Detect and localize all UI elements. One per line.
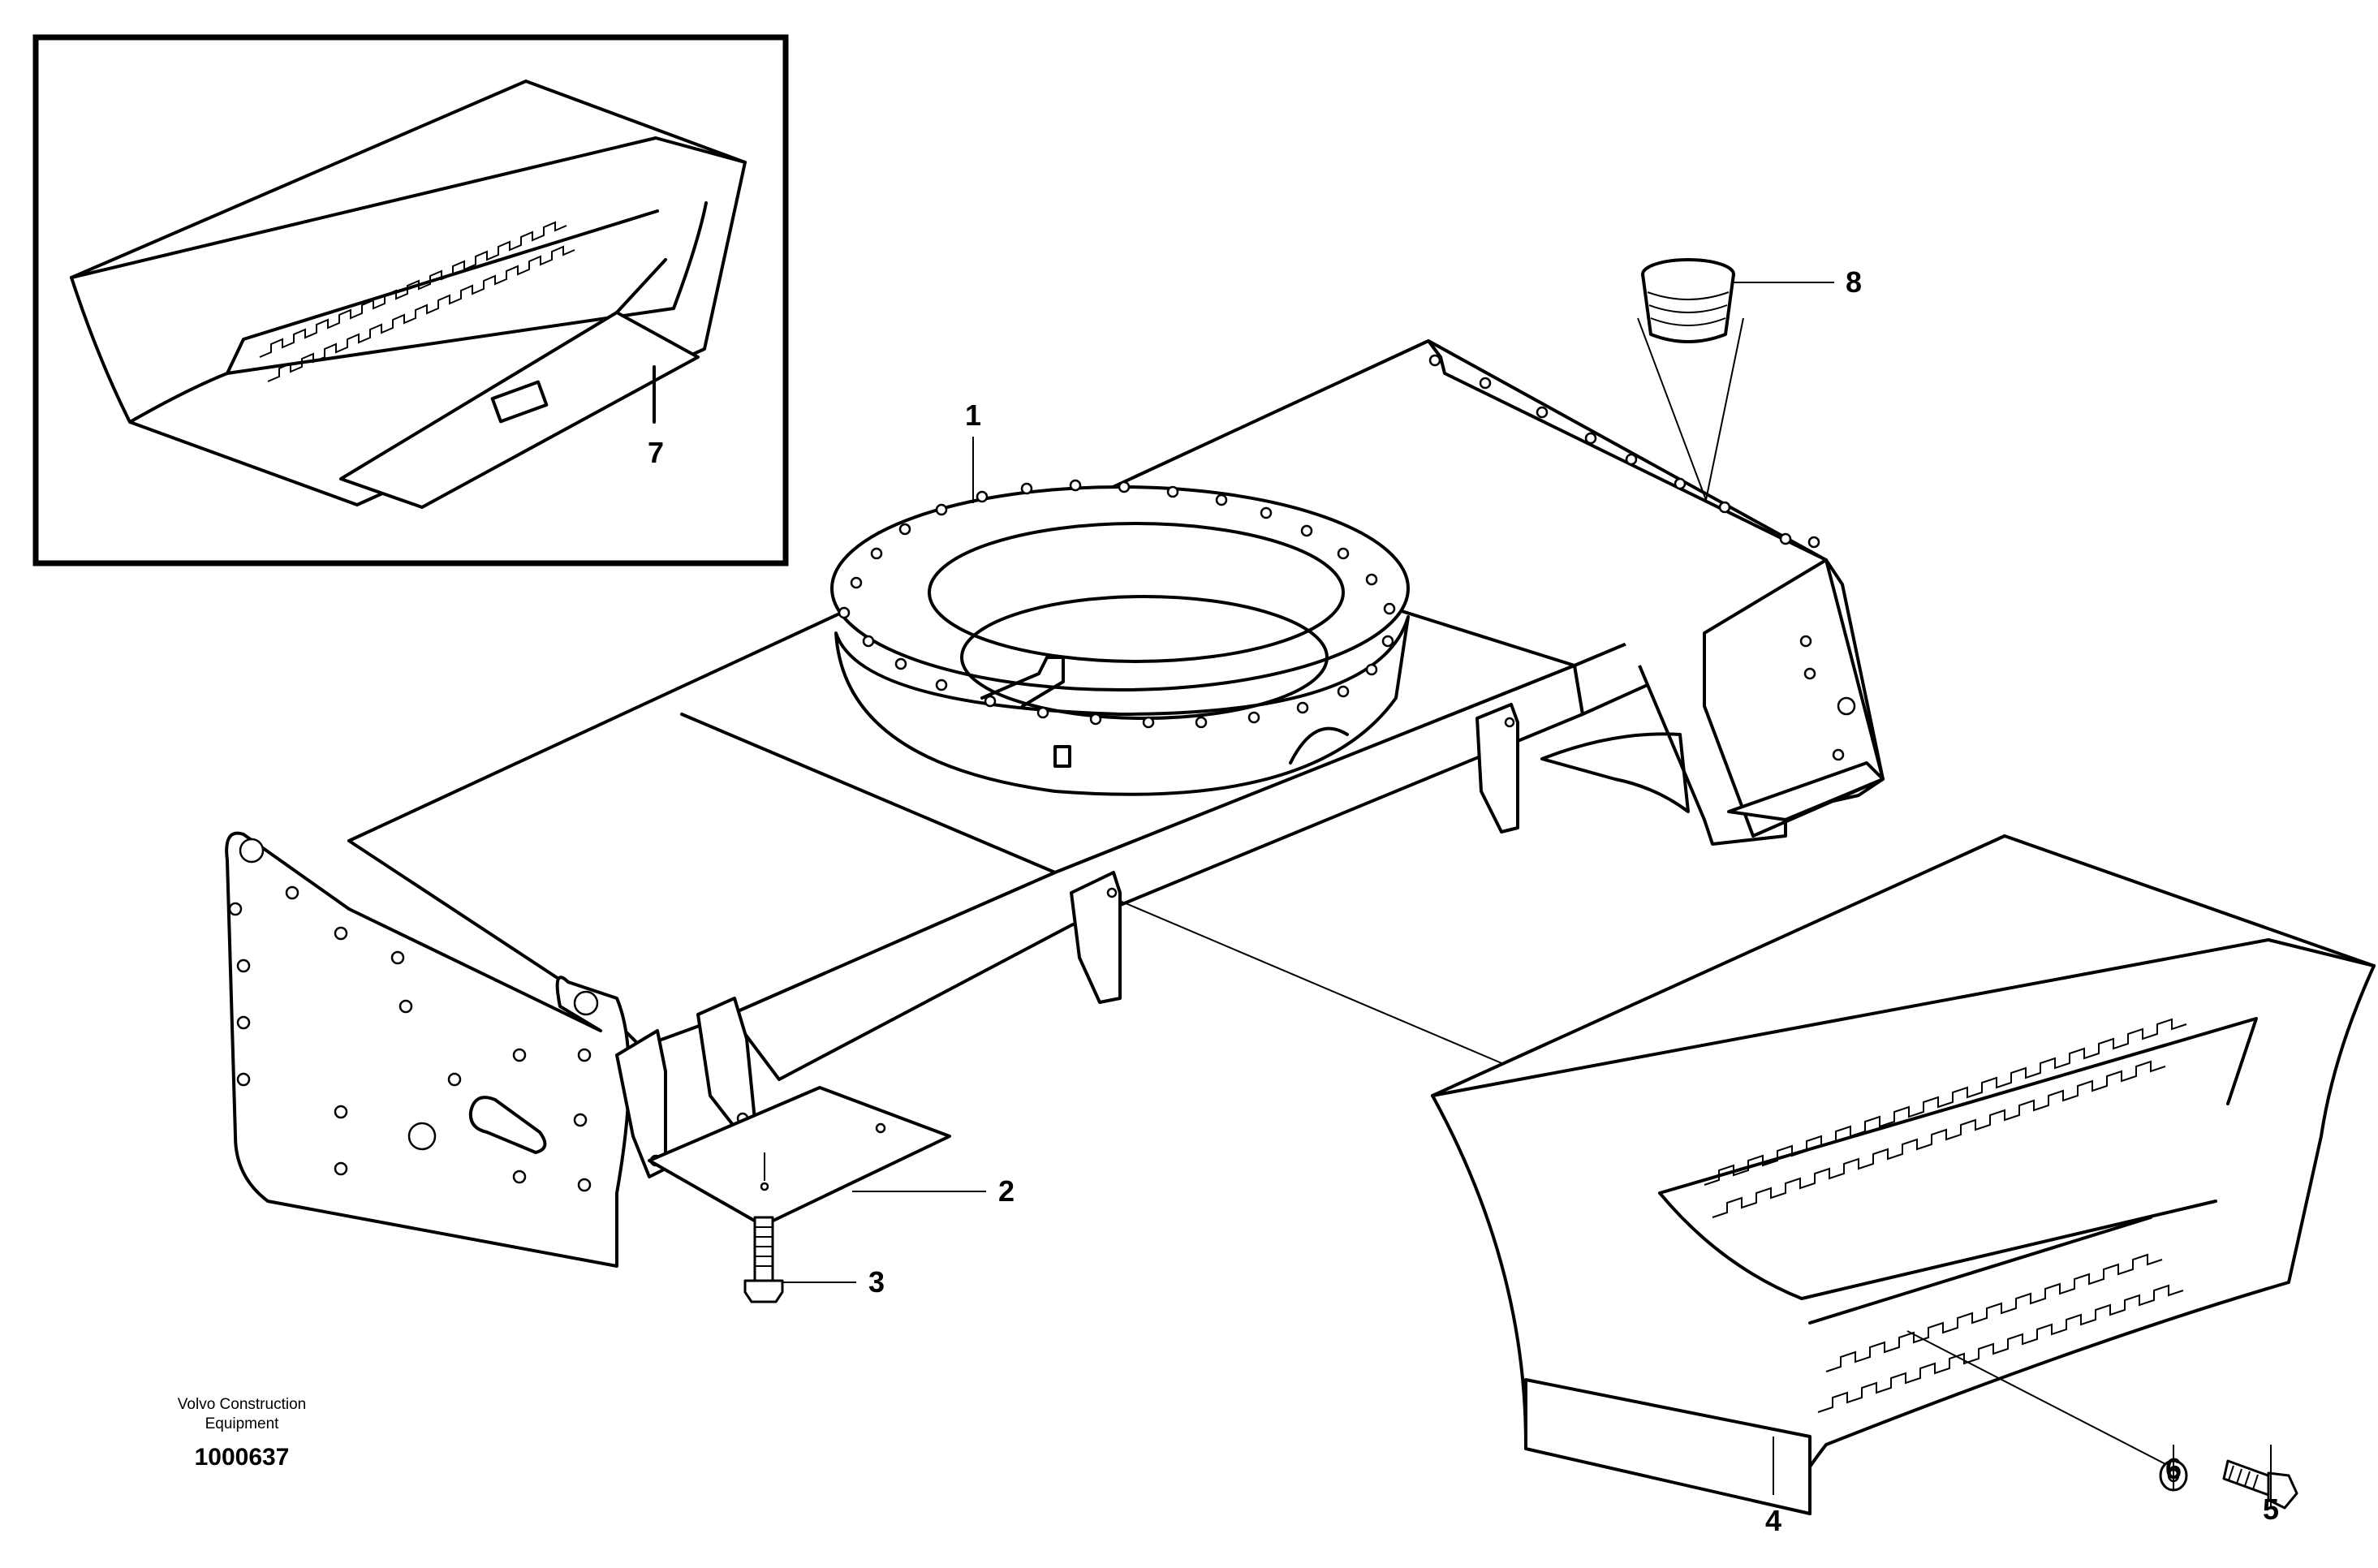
- step-box: [1431, 834, 2376, 1515]
- callout-1: 1: [965, 398, 981, 432]
- callout-5: 5: [2263, 1493, 2279, 1526]
- inset-step-box: [70, 80, 747, 509]
- bolt-3: [743, 1216, 784, 1303]
- frame-assembly: [225, 258, 1885, 1268]
- callout-3: 3: [868, 1265, 885, 1299]
- credit-line-2: Equipment: [205, 1415, 280, 1432]
- mid-hangers: [1070, 703, 1519, 1004]
- document-number: 1000637: [195, 1444, 290, 1471]
- callout-6: 6: [2165, 1452, 2182, 1485]
- plug-8: [1637, 258, 1744, 501]
- bolt-5: [2222, 1459, 2298, 1510]
- slewing-ring: [830, 479, 1410, 796]
- callout-2: 2: [998, 1174, 1015, 1208]
- bottom-plate: [648, 1086, 951, 1227]
- callout-8: 8: [1846, 265, 1862, 299]
- leader-lines: [782, 282, 2272, 1506]
- ring-bolt-holes: [838, 479, 1396, 729]
- credit-line-1: Volvo Construction: [178, 1396, 306, 1413]
- inset-detail-view: 7: [32, 34, 789, 566]
- rear-mount-plate: [225, 831, 631, 1268]
- rear-plate-holes: [228, 838, 599, 1192]
- callout-7: 7: [648, 436, 664, 469]
- callout-4: 4: [1765, 1504, 1781, 1537]
- left-underside-brackets: [615, 997, 756, 1178]
- credit-block: Volvo Construction Equipment 1000637: [178, 1396, 306, 1471]
- front-end-plate: [1427, 339, 1885, 846]
